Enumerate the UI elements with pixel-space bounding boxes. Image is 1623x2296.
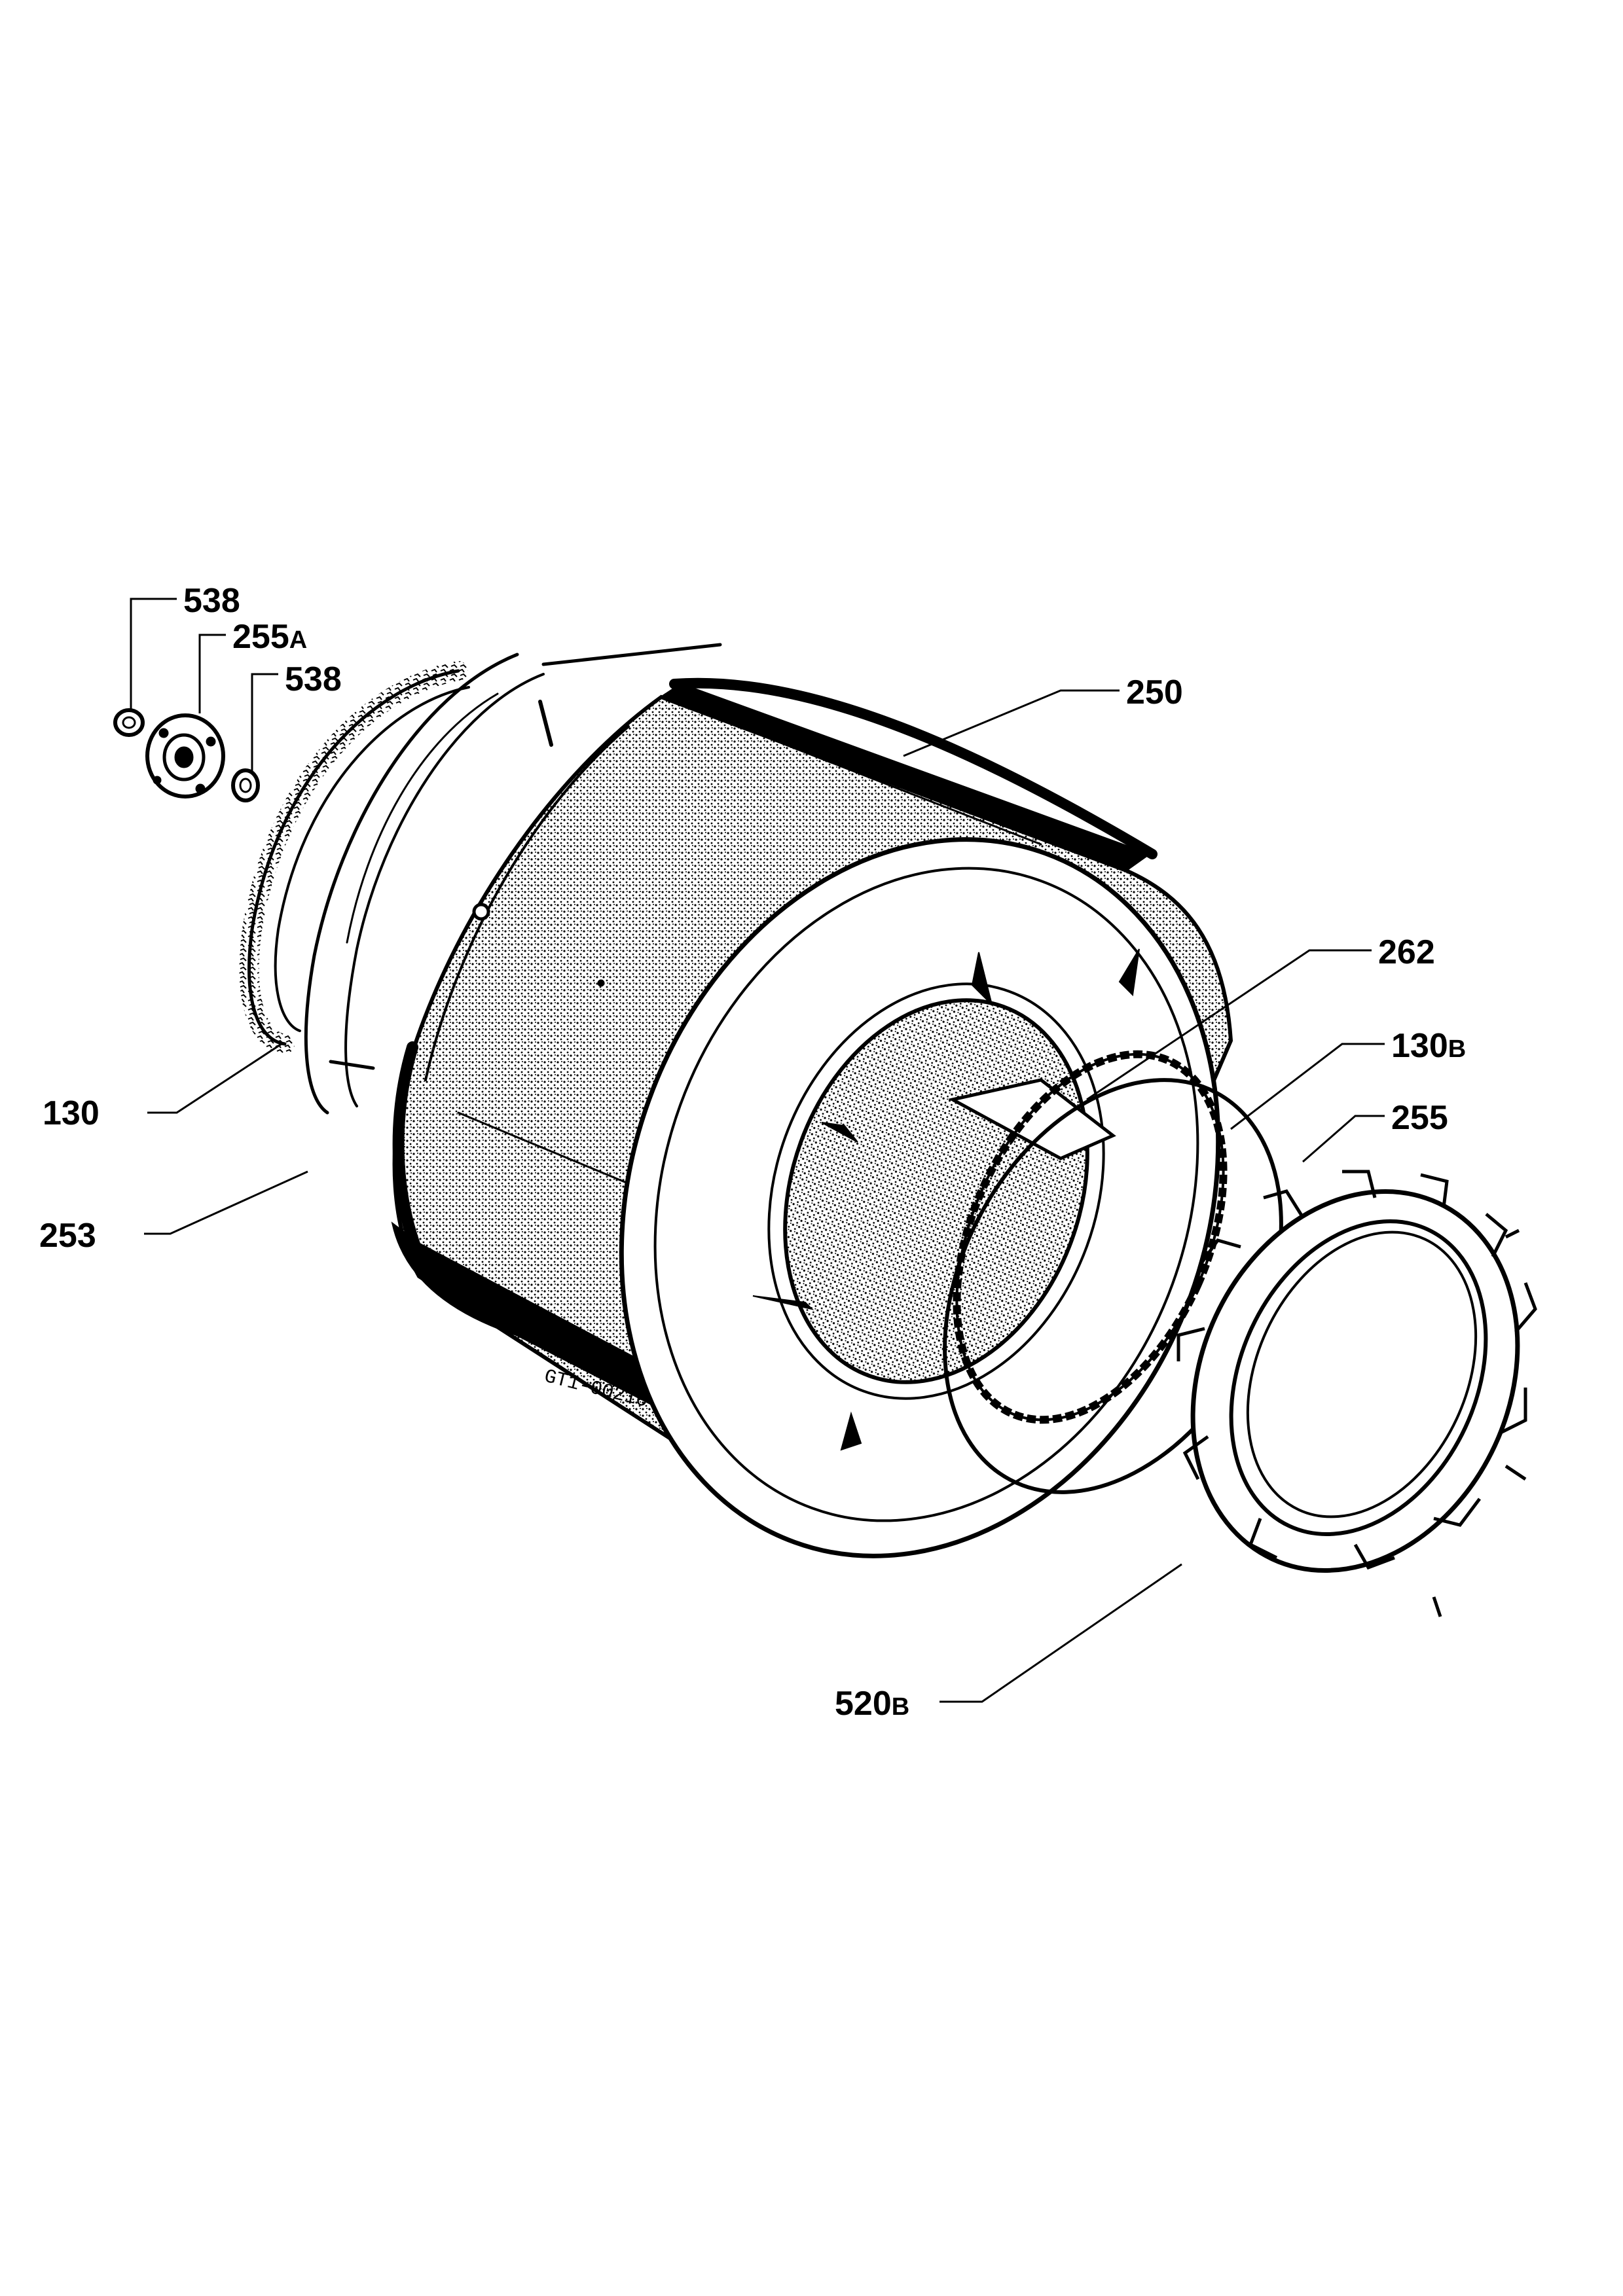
front-seal-262 [953, 1050, 1228, 1424]
front-loading-ring-255 [1176, 1170, 1537, 1617]
callout-130b: 130B [1391, 1027, 1466, 1065]
callout-520b: 520B [835, 1685, 909, 1723]
callout-255: 255 [1391, 1099, 1448, 1137]
callout-253: 253 [39, 1217, 96, 1255]
drum-assembly [239, 643, 1233, 1558]
washer-538-right [231, 768, 260, 802]
callout-520b-suffix: B [892, 1693, 909, 1721]
drum-front-face [619, 837, 1221, 1558]
callout-538-right: 538 [285, 660, 342, 698]
callout-130: 130 [43, 1094, 100, 1132]
rear-bearing-flange-255a [145, 713, 225, 798]
callout-255a: 255A [232, 618, 307, 656]
leader-lines [130, 598, 1385, 1703]
callout-520b-number: 520 [835, 1685, 892, 1723]
callout-130b-number: 130 [1391, 1027, 1448, 1065]
callout-255a-number: 255 [232, 618, 289, 656]
rear-end-plate-253 [304, 643, 722, 1115]
callout-130b-suffix: B [1448, 1035, 1466, 1063]
callout-262: 262 [1378, 933, 1435, 971]
rear-seal-ring-130 [239, 661, 470, 1054]
washer-538-left [113, 708, 145, 737]
callout-538-left: 538 [183, 582, 240, 620]
callout-255a-suffix: A [289, 626, 307, 654]
callout-250: 250 [1126, 673, 1183, 711]
